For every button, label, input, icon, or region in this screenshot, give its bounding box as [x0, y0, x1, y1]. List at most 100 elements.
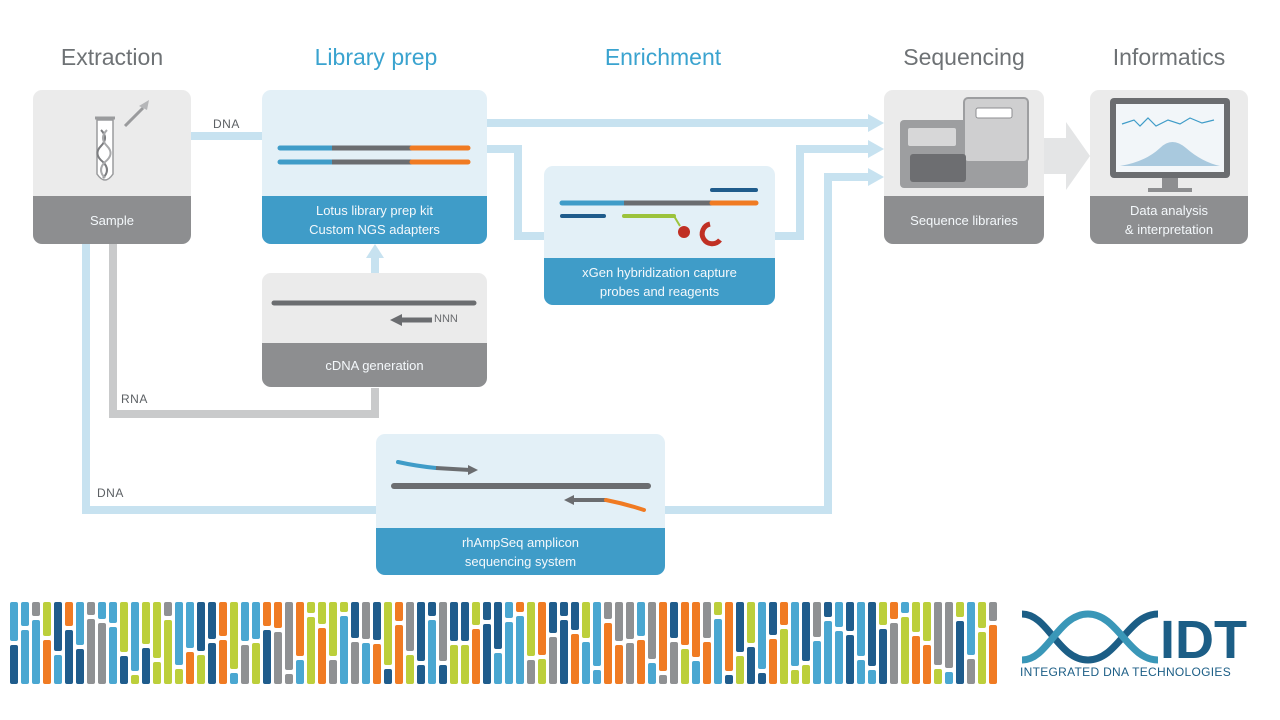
dna-bar	[351, 642, 359, 684]
dna-bar	[219, 640, 227, 684]
dna-bar	[318, 602, 326, 624]
dna-bar	[43, 640, 51, 684]
dna-bar	[571, 634, 579, 684]
dna-bar	[736, 602, 744, 652]
flow-rhampseq-to-sequencing	[665, 173, 870, 514]
dna-bar	[208, 602, 216, 639]
dna-bar	[791, 670, 799, 684]
dna-bar	[10, 602, 18, 641]
dna-bar	[428, 620, 436, 684]
dna-bar	[175, 602, 183, 665]
dna-bar	[219, 602, 227, 636]
dna-bar	[142, 602, 150, 644]
header-enrichment: Enrichment	[604, 44, 722, 70]
dna-bar	[703, 642, 711, 684]
dna-bar	[439, 602, 447, 661]
dna-bar	[373, 644, 381, 684]
dna-bar	[197, 655, 205, 684]
dna-barcode-strip	[10, 602, 997, 684]
dna-bar	[32, 620, 40, 684]
dna-bar	[560, 620, 568, 684]
dna-bar	[98, 602, 106, 619]
dna-bar	[329, 602, 337, 656]
dna-bar	[494, 602, 502, 649]
dna-bar	[406, 602, 414, 651]
dna-bar	[769, 602, 777, 635]
dna-bar	[571, 602, 579, 630]
dna-bar	[923, 645, 931, 684]
dna-bar	[901, 602, 909, 613]
dna-bar	[43, 602, 51, 636]
dna-bar	[835, 631, 843, 684]
card-sample: Sample	[33, 90, 191, 244]
dna-bar	[978, 632, 986, 684]
dna-bar	[637, 640, 645, 684]
dna-bar	[945, 602, 953, 668]
dna-bar	[417, 602, 425, 661]
label-dna-bottom: DNA	[97, 486, 124, 500]
dna-bar	[725, 675, 733, 684]
dna-bar	[164, 602, 172, 616]
dna-bar	[120, 602, 128, 652]
dna-bar	[175, 669, 183, 684]
dna-bar	[384, 602, 392, 665]
dna-bar	[351, 602, 359, 638]
dna-bar	[824, 602, 832, 617]
header-informatics: Informatics	[1112, 44, 1226, 70]
dna-bar	[285, 674, 293, 684]
dna-bar	[241, 602, 249, 641]
dna-bar	[76, 649, 84, 684]
dna-bar	[527, 660, 535, 684]
dna-bar	[857, 660, 865, 684]
dna-bar	[461, 645, 469, 684]
dna-bar	[120, 656, 128, 684]
dna-bar	[318, 628, 326, 684]
dna-bar	[549, 602, 557, 633]
dna-bar	[670, 642, 678, 684]
dna-bar	[362, 602, 370, 639]
dna-bar	[153, 662, 161, 684]
dna-bar	[648, 602, 656, 659]
card-sample-label: Sample	[33, 196, 191, 244]
dna-bar	[263, 630, 271, 684]
dna-bar	[824, 621, 832, 684]
dna-bar	[230, 602, 238, 669]
dna-bar	[846, 602, 854, 631]
dna-bar	[450, 645, 458, 684]
dna-bar	[417, 665, 425, 684]
dna-bar	[747, 647, 755, 684]
dna-bar	[483, 624, 491, 684]
dna-bar	[945, 672, 953, 684]
dna-bar	[450, 602, 458, 641]
dna-bar	[648, 663, 656, 684]
dna-bar	[934, 602, 942, 665]
dna-bar	[681, 602, 689, 645]
dna-bar	[252, 643, 260, 684]
dna-bar	[604, 623, 612, 684]
card-cdna: NNN cDNA generation	[262, 273, 487, 387]
flow-library-to-enrichment	[487, 145, 544, 240]
dna-bar	[208, 643, 216, 684]
dna-bar	[857, 602, 865, 656]
dna-bar	[813, 602, 821, 637]
dna-bar	[791, 602, 799, 666]
dna-bar	[681, 649, 689, 684]
dna-bar	[87, 619, 95, 684]
dna-bar	[109, 602, 117, 623]
dna-bar	[274, 632, 282, 684]
dna-bar	[802, 665, 810, 684]
dna-bar	[879, 602, 887, 625]
magnet-icon	[699, 221, 722, 247]
dna-bar	[604, 602, 612, 619]
dna-bar	[989, 625, 997, 684]
dna-bar	[560, 602, 568, 616]
helix-logo-icon	[1021, 610, 1159, 664]
test-tube-icon	[95, 100, 149, 181]
arrow-to-informatics	[1044, 122, 1090, 190]
label-dna-top: DNA	[213, 117, 240, 131]
dna-bar	[703, 602, 711, 638]
dna-bar	[384, 669, 392, 684]
dna-bar	[780, 602, 788, 625]
dna-bar	[307, 617, 315, 684]
dna-bar	[956, 602, 964, 617]
